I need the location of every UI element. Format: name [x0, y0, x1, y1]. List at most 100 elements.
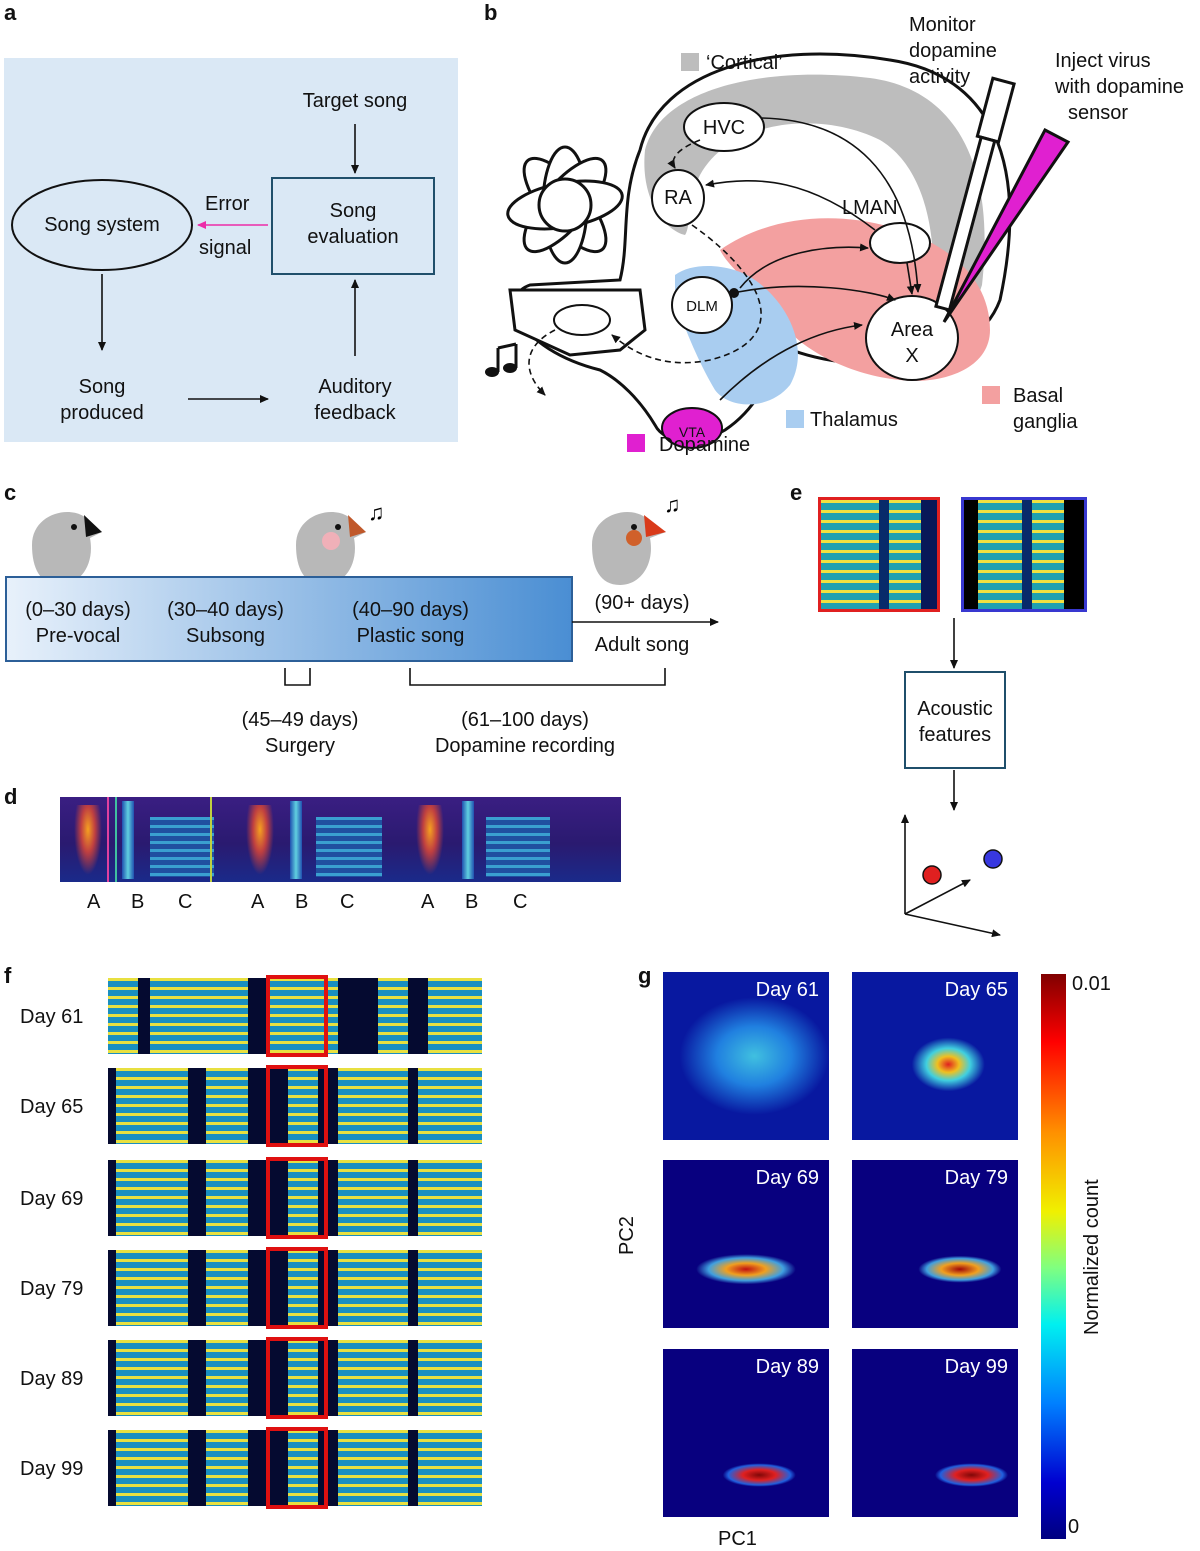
- monitor-label-2: dopamine: [909, 40, 997, 62]
- day-label: Day 79: [20, 1278, 84, 1300]
- pc-heatmap: Day 65: [852, 972, 1018, 1140]
- heatmap-day-label: Day 65: [944, 979, 1008, 1001]
- syllable-label: B: [465, 891, 479, 913]
- basal-label-2: ganglia: [1013, 411, 1078, 433]
- brainstem-nucleus: [553, 304, 611, 336]
- thalamus-label: Thalamus: [810, 409, 898, 431]
- recording-bracket: [409, 668, 666, 686]
- syllable-label: B: [295, 891, 309, 913]
- panel-label-g: g: [638, 963, 652, 988]
- song-system-node: [11, 179, 193, 271]
- colorbar-label: Normalized count: [1081, 1179, 1103, 1335]
- dlm-label: DLM: [686, 298, 718, 315]
- recording-label: Dopamine recording: [434, 735, 616, 757]
- lman-nucleus: [869, 222, 931, 264]
- basal-label-1: Basal: [1013, 385, 1064, 407]
- dopamine-label: Dopamine: [659, 434, 751, 456]
- song-produced-label-2: produced: [60, 402, 144, 424]
- panel-label-c: c: [4, 480, 17, 505]
- day-label: Day 89: [20, 1368, 84, 1390]
- stage-plastic-name: Plastic song: [356, 625, 465, 647]
- svg-text:♫: ♫: [664, 492, 681, 517]
- surgery-label: Surgery: [264, 735, 336, 757]
- monitor-label-3: activity: [909, 66, 971, 88]
- ra-nucleus: [651, 169, 705, 227]
- feature-space-diagram: [901, 618, 1006, 938]
- pc-heatmap: Day 61: [663, 972, 829, 1140]
- heatmap-day-label: Day 99: [944, 1356, 1008, 1378]
- acoustic-label-2: features: [918, 724, 992, 746]
- syllable-label: C: [513, 891, 528, 913]
- pc-heatmap: Day 99: [852, 1349, 1018, 1517]
- area-x-label-1: Area: [890, 319, 934, 341]
- dlm-nucleus: [671, 276, 733, 334]
- adult-bird-icon: ♫: [592, 492, 681, 585]
- spectrogram-red: [818, 497, 940, 612]
- song-system-label: Song system: [44, 214, 160, 236]
- panel-label-e: e: [790, 480, 803, 505]
- target-syllable-box: [266, 1157, 328, 1239]
- vta-label: VTA: [678, 424, 706, 440]
- panel-label-a: a: [4, 0, 17, 25]
- panel-label-b: b: [484, 0, 498, 25]
- blue-feature-point: [983, 849, 1003, 869]
- thalamus-legend-swatch: [786, 410, 804, 428]
- panel-a-background: [4, 58, 458, 442]
- timeline-bar: [5, 576, 573, 662]
- panel-label-f: f: [4, 963, 12, 988]
- day-label: Day 61: [20, 1006, 84, 1028]
- red-feature-point: [922, 865, 942, 885]
- pc-heatmap: Day 69: [663, 1160, 829, 1328]
- panel-a-diagram: [11, 124, 435, 403]
- recording-days: (61–100 days): [461, 709, 589, 731]
- heatmap-day-label: Day 61: [755, 979, 819, 1001]
- hvc-label: HVC: [702, 117, 746, 139]
- pc1-label: PC1: [718, 1528, 757, 1550]
- acoustic-label-1: Acoustic: [917, 698, 993, 720]
- syllable-label: A: [421, 891, 435, 913]
- virus-injection-needle: [942, 127, 1071, 323]
- area-x-label-2: X: [905, 345, 919, 367]
- lman-label: LMAN: [842, 197, 898, 219]
- syllable-label: C: [178, 891, 193, 913]
- day-label: Day 69: [20, 1188, 84, 1210]
- stage-adult-days: (90+ days): [594, 592, 690, 614]
- pc-heatmap: Day 79: [852, 1160, 1018, 1328]
- colorbar-max: 0.01: [1072, 973, 1111, 995]
- song-evaluation-label-1: Song: [329, 200, 377, 222]
- surgery-days: (45–49 days): [241, 709, 359, 731]
- day-label: Day 99: [20, 1458, 84, 1480]
- song-produced-label-1: Song: [78, 376, 126, 398]
- heatmap-day-label: Day 79: [944, 1167, 1008, 1189]
- ra-label: RA: [664, 187, 692, 209]
- target-syllable-box: [266, 975, 328, 1057]
- music-note-icon: [485, 342, 518, 377]
- target-song-label: Target song: [302, 90, 408, 112]
- song-spectrogram: [60, 797, 621, 882]
- syllable-label: B: [131, 891, 145, 913]
- recording-probe: [934, 76, 1016, 312]
- stage-subsong-name: Subsong: [186, 625, 265, 647]
- song-evaluation-label-2: evaluation: [307, 226, 399, 248]
- inject-label-3: sensor: [1068, 102, 1129, 124]
- colorbar-min: 0: [1068, 1516, 1080, 1538]
- panel-label-d: d: [4, 784, 18, 809]
- auditory-feedback-label-1: Auditory: [318, 376, 392, 398]
- cortical-legend-swatch: [681, 53, 699, 71]
- brain-diagram: [485, 52, 1071, 452]
- syllable-label: A: [251, 891, 265, 913]
- vta-nucleus: [661, 407, 723, 449]
- target-syllable-box: [266, 1337, 328, 1419]
- timeline-diagram: ♫ ♫: [5, 492, 719, 686]
- auditory-feedback-label-2: feedback: [314, 402, 396, 424]
- heatmap-day-label: Day 69: [755, 1167, 819, 1189]
- inject-label-2: with dopamine: [1055, 76, 1184, 98]
- syllable-label: A: [87, 891, 101, 913]
- svg-text:♫: ♫: [368, 500, 385, 525]
- error-label: Error: [205, 193, 250, 215]
- song-evaluation-node: [271, 177, 435, 275]
- stage-adult-name: Adult song: [594, 634, 690, 656]
- stage-subsong-days: (30–40 days): [167, 599, 284, 621]
- hvc-nucleus: [683, 102, 765, 152]
- subadult-bird-icon: ♫: [296, 500, 385, 585]
